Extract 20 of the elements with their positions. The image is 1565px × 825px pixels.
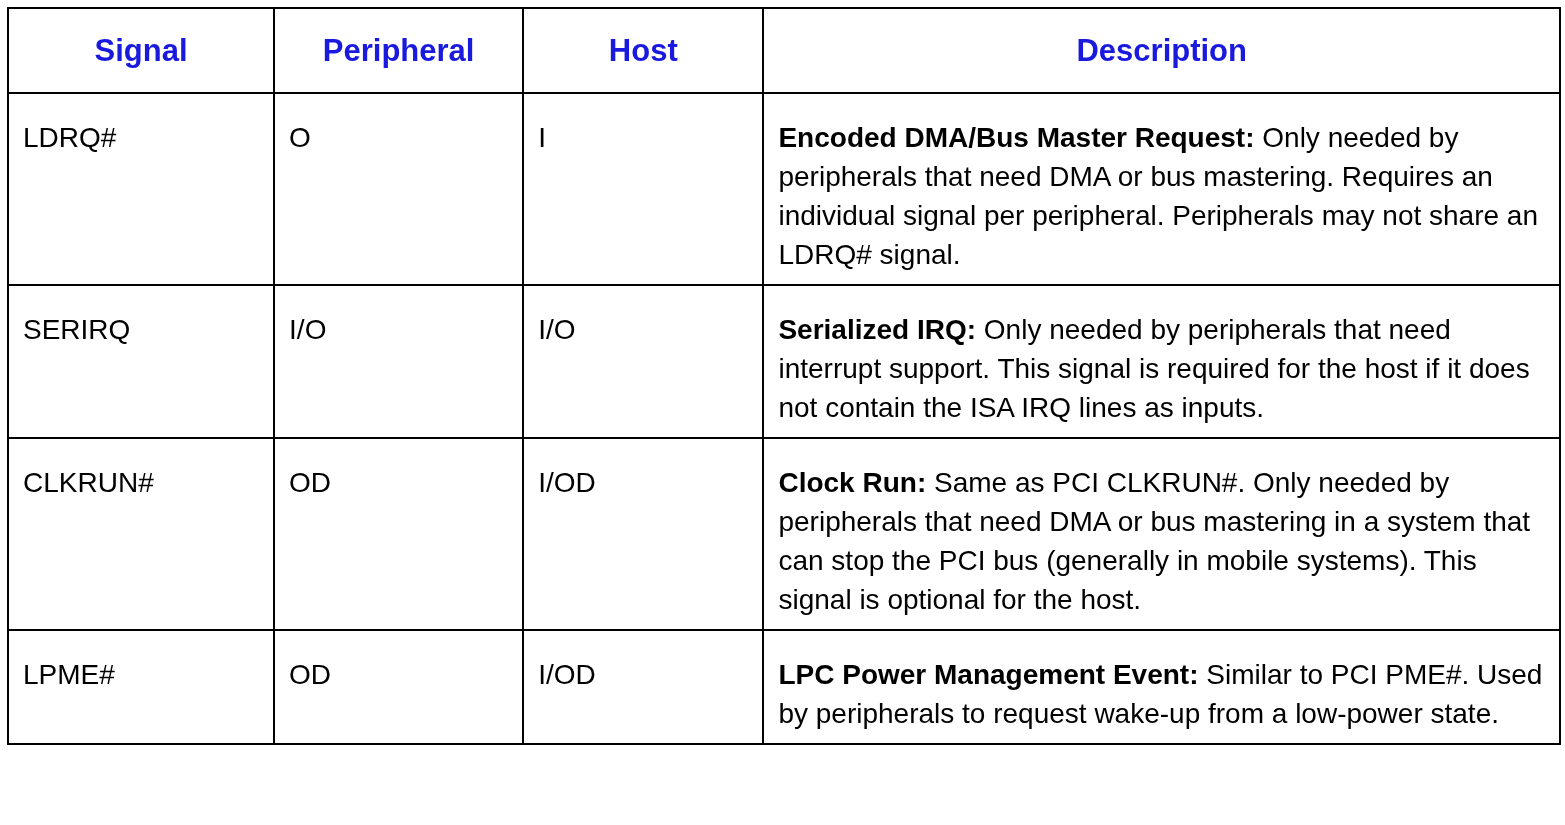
signal-name: SERIRQ: [23, 314, 131, 345]
direction-value: I/OD: [538, 467, 596, 498]
direction-value: O: [289, 122, 311, 153]
column-header: Signal: [94, 33, 188, 68]
description-text: Encoded DMA/Bus Master Request: Only needed by peripherals that need DMA or bus mastering. Requires an individual signal per peripheral. Peripherals may not share an LDRQ# signal.: [778, 121, 1539, 272]
signal-name: CLKRUN#: [23, 467, 154, 498]
description-text: Clock Run: Same as PCI CLKRUN#. Only needed by peripherals that need DMA or bus mastering in a system that can stop the PCI bus (generally in mobile systems). This signal is optional for the host.: [778, 466, 1532, 617]
direction-value: OD: [289, 467, 332, 498]
direction-value: I/O: [538, 314, 576, 345]
column-header: Description: [1076, 33, 1247, 68]
direction-value: I/O: [289, 314, 327, 345]
column-header: Peripheral: [322, 33, 475, 68]
signal-name: LDRQ#: [23, 122, 117, 153]
description-text: Serialized IRQ: Only needed by peripherals that need interrupt support. This signal is required for the host if it does not contain the ISA IRQ lines as inputs.: [778, 313, 1531, 425]
description-text: LPC Power Management Event: Similar to PCI PME#. Used by peripherals to request wake-up from a low-power state.: [778, 658, 1544, 731]
signal-name: LPME#: [23, 659, 115, 690]
direction-value: I/OD: [538, 659, 596, 690]
direction-value: I: [538, 122, 546, 153]
direction-value: OD: [289, 659, 332, 690]
column-header: Host: [608, 33, 678, 68]
